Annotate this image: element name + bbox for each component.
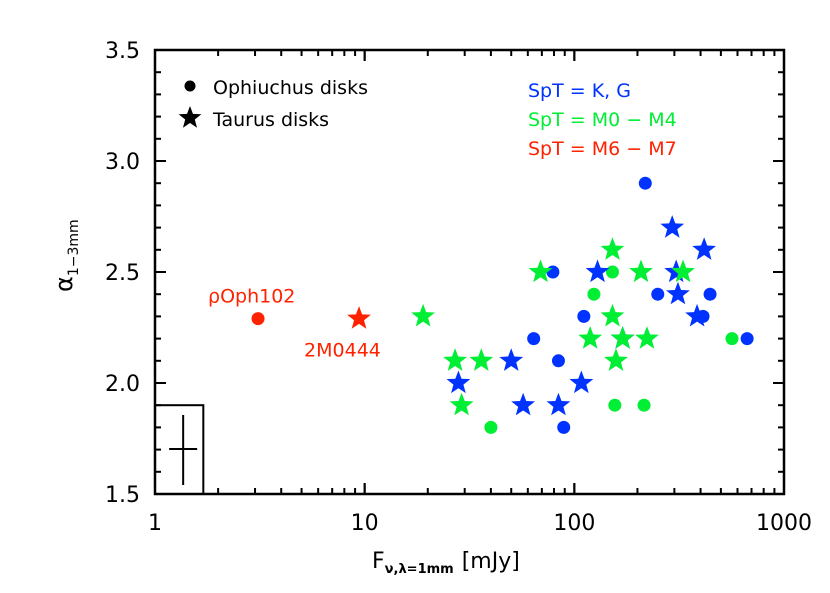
data-point-circle: [546, 265, 560, 279]
data-point-circle: [637, 398, 651, 412]
data-point-circle: [605, 265, 619, 279]
axis-tick-labels: 1 10 100 1000 1.5 2.0 2.5 3.0 3.5: [105, 39, 812, 536]
point-annotation: 2M0444: [304, 340, 381, 362]
series-M0_M4-star: [411, 237, 695, 416]
data-point-circle: [484, 420, 498, 434]
data-points: [251, 176, 754, 434]
data-point-circle: [608, 398, 622, 412]
legend-color-label: SpT = M6 − M7: [528, 138, 677, 160]
legend-label: Taurus disks: [212, 109, 329, 131]
legend-color-label: SpT = K, G: [528, 80, 631, 102]
data-point-circle: [703, 287, 717, 301]
data-point-circle: [551, 354, 565, 368]
y-axis-title: α1−3mm: [50, 219, 82, 292]
axis-ticks: [154, 49, 785, 495]
x-tick-label: 10: [351, 511, 379, 536]
data-point-star: [347, 306, 371, 329]
x-axis-title: Fν,λ=1mm[mJy]: [372, 549, 520, 577]
star-legend-icon: [178, 106, 202, 128]
data-point-star: [600, 237, 625, 260]
error-bar-inset: [154, 404, 205, 496]
data-point-star: [635, 326, 659, 349]
series-M6_M7-circle: [251, 312, 265, 326]
data-point-star: [578, 326, 603, 349]
data-point-star: [411, 303, 435, 327]
series-M0_M4-circle: [484, 265, 739, 434]
data-point-star: [469, 348, 494, 371]
data-point-star: [666, 281, 690, 305]
data-point-star: [660, 215, 685, 238]
data-point-circle: [557, 420, 571, 434]
data-point-circle: [651, 287, 665, 301]
inset-box: [154, 404, 205, 496]
series-K_G-circle: [527, 176, 754, 434]
legend-label: Ophiuchus disks: [213, 77, 368, 99]
x-tick-label: 1: [148, 511, 162, 536]
y-tick-label: 3.0: [105, 150, 140, 175]
data-point-star: [528, 259, 553, 283]
data-point-star: [511, 392, 536, 416]
data-point-star: [600, 303, 625, 327]
y-tick-label: 2.0: [105, 372, 140, 397]
annotations: ρOph102 2M0444: [208, 286, 381, 362]
data-point-circle: [587, 287, 601, 301]
data-point-star: [443, 348, 467, 371]
data-point-circle: [577, 309, 591, 323]
data-point-star: [629, 259, 653, 283]
data-point-circle: [251, 312, 265, 326]
data-point-star: [546, 392, 571, 416]
legend-colors: SpT = K, G SpT = M0 − M4 SpT = M6 − M7: [528, 80, 677, 160]
x-tick-label: 100: [553, 511, 595, 536]
data-point-circle: [527, 332, 541, 346]
data-point-star: [449, 392, 474, 416]
x-tick-label: 1000: [756, 511, 812, 536]
data-point-star: [499, 348, 524, 371]
data-point-circle: [638, 176, 652, 190]
data-point-star: [446, 370, 471, 394]
series-M6_M7-star: [347, 306, 371, 329]
data-point-star: [604, 348, 628, 371]
data-point-star: [569, 370, 594, 394]
axis-titles: Fν,λ=1mm[mJy] α1−3mm: [50, 219, 520, 577]
circle-legend-icon: [184, 80, 196, 92]
point-annotation: ρOph102: [208, 286, 295, 308]
data-point-circle: [725, 332, 739, 346]
data-point-star: [585, 259, 610, 283]
data-point-star: [685, 303, 709, 327]
data-point-star: [671, 259, 695, 283]
y-tick-label: 1.5: [105, 483, 140, 508]
data-point-circle: [740, 332, 754, 346]
data-point-star: [610, 326, 635, 349]
data-point-star: [692, 237, 717, 260]
legend-color-label: SpT = M0 − M4: [528, 109, 677, 131]
y-tick-label: 3.5: [105, 39, 140, 64]
y-tick-label: 2.5: [105, 261, 140, 286]
